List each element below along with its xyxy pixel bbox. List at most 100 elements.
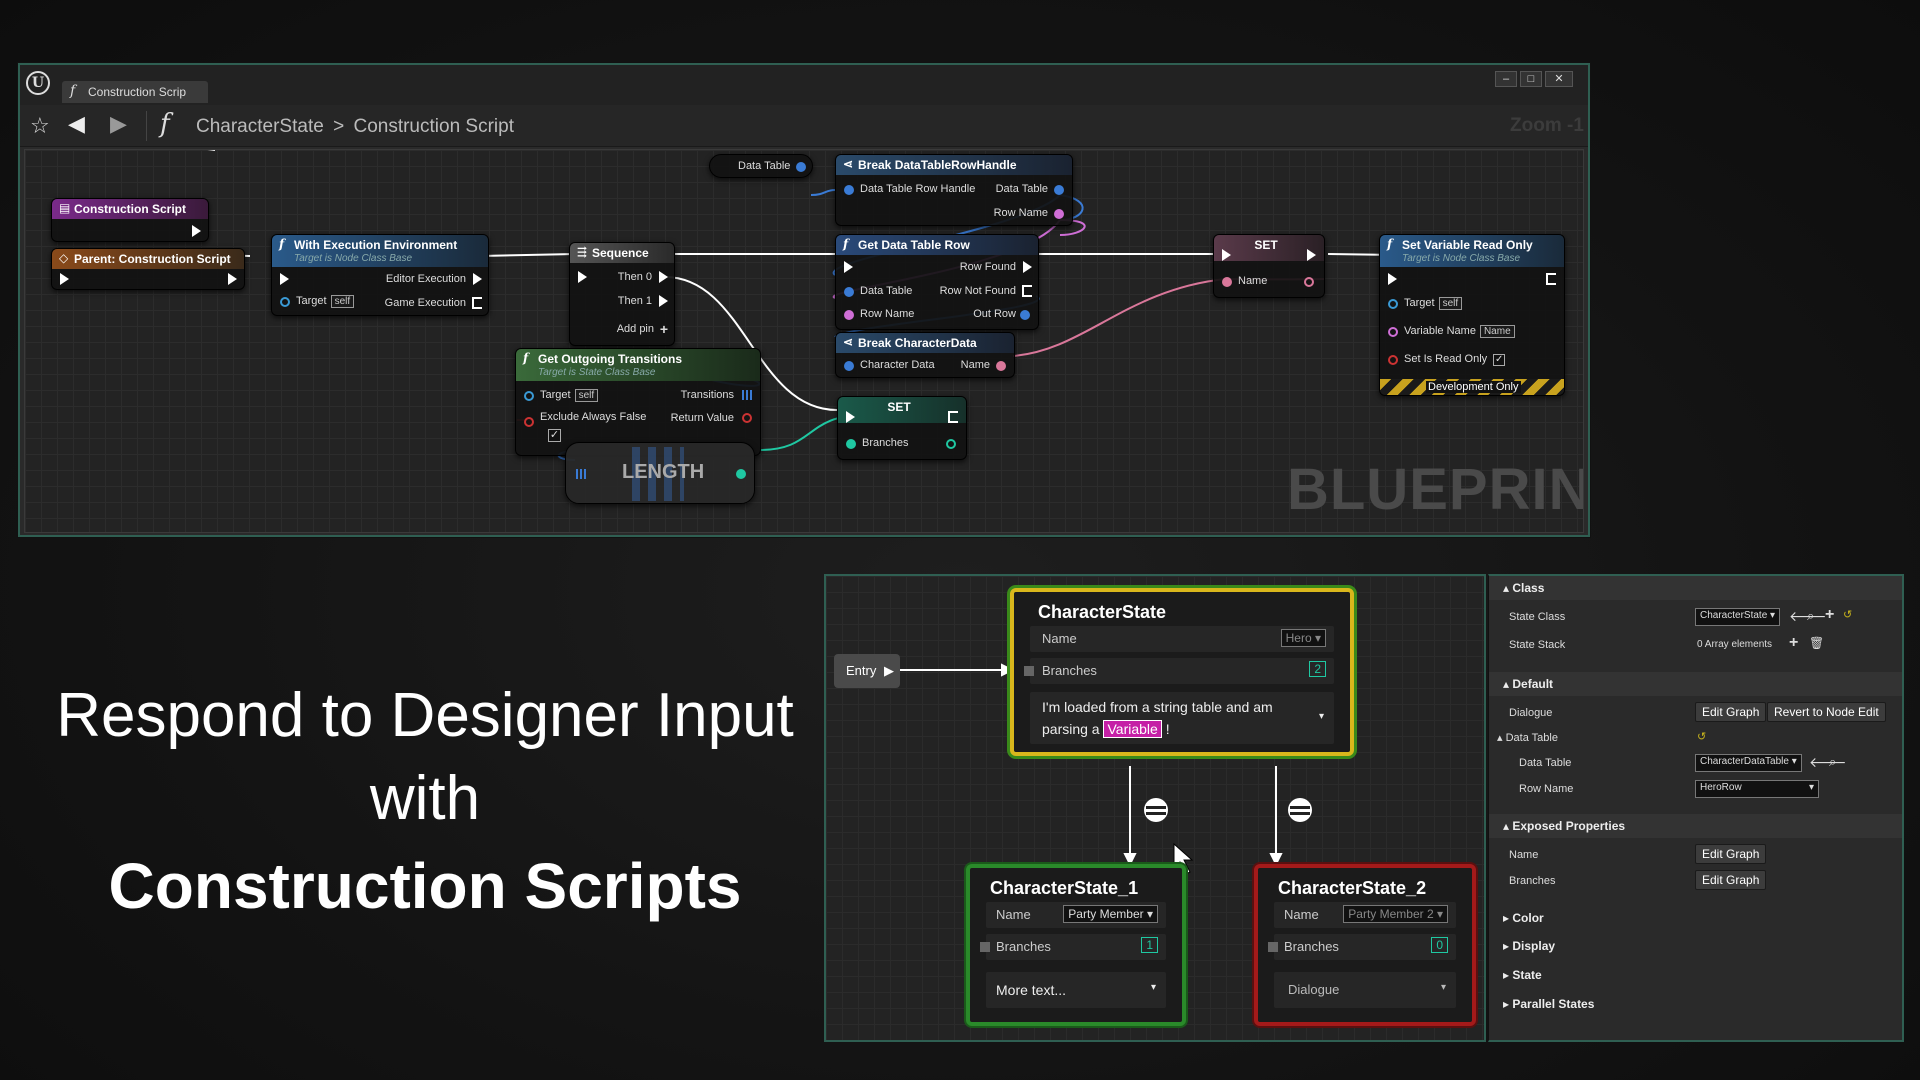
node-sequence[interactable]: ⇶ Sequence Then 0 Then 1 Add pin +	[569, 242, 675, 346]
section-color[interactable]: ▸ Color	[1489, 906, 1902, 930]
row-name-dropdown[interactable]: HeroRow▾	[1695, 780, 1819, 798]
dialogue-field[interactable]: I'm loaded from a string table and am pa…	[1030, 692, 1334, 744]
exec-out-pin[interactable]	[1307, 249, 1316, 261]
node-set-variable-read-only[interactable]: f Set Variable Read Only Target is Node …	[1379, 234, 1565, 396]
branches-pin[interactable]	[1268, 942, 1278, 952]
node-get-outgoing-transitions[interactable]: f Get Outgoing Transitions Target is Sta…	[515, 348, 761, 456]
exec-out-pin[interactable]	[228, 273, 237, 285]
add-pin-label[interactable]: Add pin	[616, 323, 654, 335]
back-arrow-icon[interactable]: 🡐	[1809, 754, 1847, 770]
reset-icon[interactable]: ↺	[1697, 731, 1707, 743]
out-row-pin[interactable]	[1020, 310, 1030, 320]
minimize-button[interactable]: –	[1495, 71, 1517, 87]
target-pin[interactable]	[1388, 299, 1398, 309]
exec-in-pin[interactable]	[1222, 249, 1231, 261]
read-only-pin[interactable]	[1388, 355, 1398, 365]
node-set-branches[interactable]: SET Branches	[837, 396, 967, 460]
branches-pin[interactable]	[1024, 666, 1034, 676]
exec-in-pin[interactable]	[844, 261, 853, 273]
add-icon[interactable]: +	[1789, 634, 1799, 651]
reset-icon[interactable]: ↺	[1843, 609, 1853, 621]
row-not-found-pin[interactable]	[1022, 285, 1032, 297]
exec-in-pin[interactable]	[60, 273, 69, 285]
exec-in-pin[interactable]	[578, 271, 587, 283]
exec-out-pin[interactable]	[948, 411, 958, 423]
node-set-name[interactable]: SET Name	[1213, 234, 1325, 298]
section-class[interactable]: ▴ Class	[1489, 576, 1902, 600]
array-in-pin[interactable]	[576, 469, 586, 479]
variable-name-value[interactable]: Name	[1479, 325, 1515, 338]
edit-graph-button[interactable]: Edit Graph	[1695, 844, 1767, 864]
dialogue-field[interactable]: Dialogue ▾	[1274, 972, 1456, 1008]
section-display[interactable]: ▸ Display	[1489, 934, 1902, 958]
chevron-down-icon[interactable]: ▾	[1440, 982, 1446, 993]
name-dropdown[interactable]: Party Member ▾	[1063, 905, 1158, 923]
node-break-characterdata[interactable]: ⋖ Break CharacterData Character Data Nam…	[835, 332, 1015, 378]
row-name-out-pin[interactable]	[1054, 209, 1064, 219]
exclude-pin[interactable]	[524, 417, 534, 427]
then0-pin[interactable]	[659, 271, 668, 283]
editor-execution-pin[interactable]	[473, 273, 482, 285]
name-out-pin[interactable]	[996, 361, 1006, 371]
chevron-down-icon[interactable]: ▾	[1150, 982, 1156, 993]
edit-graph-button[interactable]: Edit Graph	[1695, 702, 1767, 722]
node-break-datatablerowhandle[interactable]: ⋖ Break DataTableRowHandle Data Table Ro…	[835, 154, 1073, 226]
revert-to-node-edit-button[interactable]: Revert to Node Edit	[1767, 702, 1886, 722]
add-icon[interactable]: +	[1825, 606, 1835, 623]
edit-graph-button[interactable]: Edit Graph	[1695, 870, 1767, 890]
target-pin[interactable]	[524, 391, 534, 401]
branches-pin[interactable]	[980, 942, 990, 952]
tab-construction-script[interactable]: f Construction Scrip	[62, 81, 208, 103]
node-data-table-variable[interactable]: Data Table	[709, 154, 813, 178]
data-table-out-pin[interactable]	[1054, 185, 1064, 195]
back-arrow-icon[interactable]: ◀	[68, 111, 85, 136]
node-construction-script[interactable]: ▤ Construction Script	[51, 198, 209, 242]
node-parent-construction-script[interactable]: ◇ Parent: Construction Script	[51, 248, 245, 290]
star-icon[interactable]: ☆	[30, 113, 50, 138]
state-characterstate[interactable]: CharacterState Name Hero ▾ Branches 2 I'…	[1010, 588, 1354, 756]
section-state[interactable]: ▸ State	[1489, 963, 1902, 987]
data-table-dropdown[interactable]: CharacterDataTable ▾	[1695, 754, 1802, 772]
blueprint-graph-canvas[interactable]: ▤ Construction Script ◇ Parent: Construc…	[24, 149, 1584, 533]
breadcrumb-root[interactable]: CharacterState	[196, 116, 324, 137]
chevron-down-icon[interactable]: ▾	[1318, 711, 1324, 722]
section-exposed-properties[interactable]: ▴ Exposed Properties	[1489, 814, 1902, 838]
plus-icon[interactable]: +	[659, 321, 668, 337]
branches-out-pin[interactable]	[946, 439, 956, 449]
then1-pin[interactable]	[659, 295, 668, 307]
row-found-pin[interactable]	[1023, 261, 1032, 273]
name-in-pin[interactable]	[1222, 277, 1232, 287]
row-name-in-pin[interactable]	[844, 310, 854, 320]
data-table-group-label[interactable]: ▴ Data Table	[1497, 732, 1558, 744]
character-data-in-pin[interactable]	[844, 361, 854, 371]
name-dropdown[interactable]: Party Member 2 ▾	[1343, 905, 1448, 923]
state-machine-graph[interactable]: Entry ▶ CharacterState Name Hero ▾ Branc…	[824, 574, 1486, 1042]
exec-in-pin[interactable]	[1388, 273, 1397, 285]
name-out-pin[interactable]	[1304, 277, 1314, 287]
close-button[interactable]: ✕	[1545, 71, 1573, 87]
length-out-pin[interactable]	[736, 469, 746, 479]
section-default[interactable]: ▴ Default	[1489, 672, 1902, 696]
state-characterstate-1[interactable]: CharacterState_1 Name Party Member ▾ Bra…	[966, 864, 1186, 1026]
node-get-data-table-row[interactable]: f Get Data Table Row Row Found Data Tabl…	[835, 234, 1039, 330]
exclude-checkbox[interactable]: ✓	[548, 429, 561, 442]
exec-in-pin[interactable]	[280, 273, 289, 285]
dialogue-field[interactable]: More text... ▾	[986, 972, 1166, 1008]
search-icon[interactable]: ⌕	[1807, 608, 1815, 623]
trash-icon[interactable]: 🗑	[1809, 636, 1825, 650]
read-only-checkbox[interactable]: ✓	[1493, 354, 1506, 366]
variable-name-pin[interactable]	[1388, 327, 1398, 337]
exec-in-pin[interactable]	[846, 411, 855, 423]
name-dropdown[interactable]: Hero ▾	[1280, 629, 1326, 647]
state-class-dropdown[interactable]: CharacterState ▾	[1695, 608, 1781, 626]
entry-node[interactable]: Entry ▶	[834, 654, 900, 688]
data-table-in-pin[interactable]	[844, 287, 854, 297]
game-execution-pin[interactable]	[472, 297, 482, 309]
exec-out-pin[interactable]	[1546, 273, 1556, 285]
target-pin[interactable]	[280, 297, 290, 307]
back-arrow-icon[interactable]: 🡐	[1789, 608, 1827, 624]
return-value-pin[interactable]	[742, 413, 752, 423]
node-with-execution-environment[interactable]: f With Execution Environment Target is N…	[271, 234, 489, 316]
section-parallel-states[interactable]: ▸ Parallel States	[1489, 992, 1902, 1016]
branches-in-pin[interactable]	[846, 439, 856, 449]
